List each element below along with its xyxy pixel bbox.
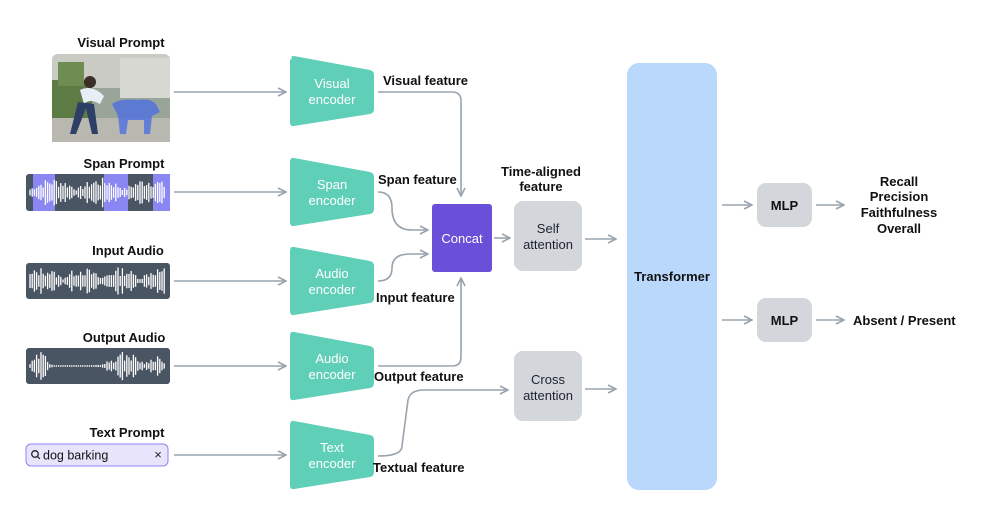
visual-prompt-label: Visual Prompt xyxy=(77,35,165,50)
span-prompt-label: Span Prompt xyxy=(84,156,166,171)
span-encoder-label-line1: Span xyxy=(317,177,347,192)
transformer-block: Transformer xyxy=(627,63,717,490)
mlp-top-block: MLP xyxy=(757,183,812,227)
close-icon[interactable]: × xyxy=(154,447,162,462)
time-aligned-feature-label-line2: feature xyxy=(519,179,562,194)
connector-span-feature xyxy=(377,191,428,230)
output-overall: Overall xyxy=(877,221,921,236)
concat-label: Concat xyxy=(441,231,483,246)
connector-output-feature xyxy=(378,278,461,367)
concat-block: Concat xyxy=(432,204,492,272)
text-encoder-label-line1: Text xyxy=(320,440,344,455)
input-feature-label: Input feature xyxy=(376,290,455,305)
output-precision: Precision xyxy=(870,189,929,204)
input-audio-encoder: Audio encoder xyxy=(290,246,374,316)
search-icon xyxy=(31,450,41,460)
input-audio-encoder-label-line2: encoder xyxy=(309,282,357,297)
connector-textual-feature xyxy=(377,390,508,457)
cross-attention-label-line1: Cross xyxy=(531,372,565,387)
self-attention-label-line1: Self xyxy=(537,221,560,236)
connector-visual-feature xyxy=(378,91,461,196)
visual-prompt-image xyxy=(52,54,170,142)
textual-feature-label: Textual feature xyxy=(373,460,465,475)
input-audio-waveform xyxy=(26,263,170,299)
self-attention-block: Self attention xyxy=(514,201,582,271)
text-prompt-value: dog barking xyxy=(43,449,108,463)
transformer-label: Transformer xyxy=(634,269,710,284)
visual-feature-label: Visual feature xyxy=(383,73,468,88)
text-prompt-label: Text Prompt xyxy=(90,425,166,440)
mlp-bottom-block: MLP xyxy=(757,298,812,342)
visual-encoder-label-line1: Visual xyxy=(314,76,349,91)
output-absent-present: Absent / Present xyxy=(853,313,956,328)
span-feature-label: Span feature xyxy=(378,172,457,187)
span-encoder-label-line2: encoder xyxy=(309,193,357,208)
span-prompt-waveform xyxy=(26,174,170,211)
span-encoder: Span encoder xyxy=(290,157,374,227)
connector-input-feature xyxy=(377,254,428,282)
text-encoder: Text encoder xyxy=(290,420,374,490)
input-audio-label: Input Audio xyxy=(92,243,164,258)
output-feature-label: Output feature xyxy=(374,369,464,384)
cross-attention-block: Cross attention xyxy=(514,351,582,421)
mlp-bottom-label: MLP xyxy=(771,313,799,328)
output-audio-label: Output Audio xyxy=(83,330,166,345)
text-prompt-field[interactable]: dog barking × xyxy=(25,443,169,467)
output-faithfulness: Faithfulness xyxy=(861,205,938,220)
visual-encoder: Visual encoder xyxy=(290,56,374,127)
output-audio-encoder-label-line1: Audio xyxy=(315,351,348,366)
output-audio-encoder-label-line2: encoder xyxy=(309,367,357,382)
visual-encoder-label-line2: encoder xyxy=(309,92,357,107)
text-encoder-label-line2: encoder xyxy=(309,456,357,471)
time-aligned-feature-label-line1: Time-aligned xyxy=(501,164,581,179)
output-audio-encoder: Audio encoder xyxy=(290,331,374,401)
input-audio-encoder-label-line1: Audio xyxy=(315,266,348,281)
cross-attention-label-line2: attention xyxy=(523,388,573,403)
mlp-top-label: MLP xyxy=(771,198,799,213)
self-attention-label-line2: attention xyxy=(523,237,573,252)
output-recall: Recall xyxy=(880,174,918,189)
output-audio-waveform xyxy=(26,348,170,384)
